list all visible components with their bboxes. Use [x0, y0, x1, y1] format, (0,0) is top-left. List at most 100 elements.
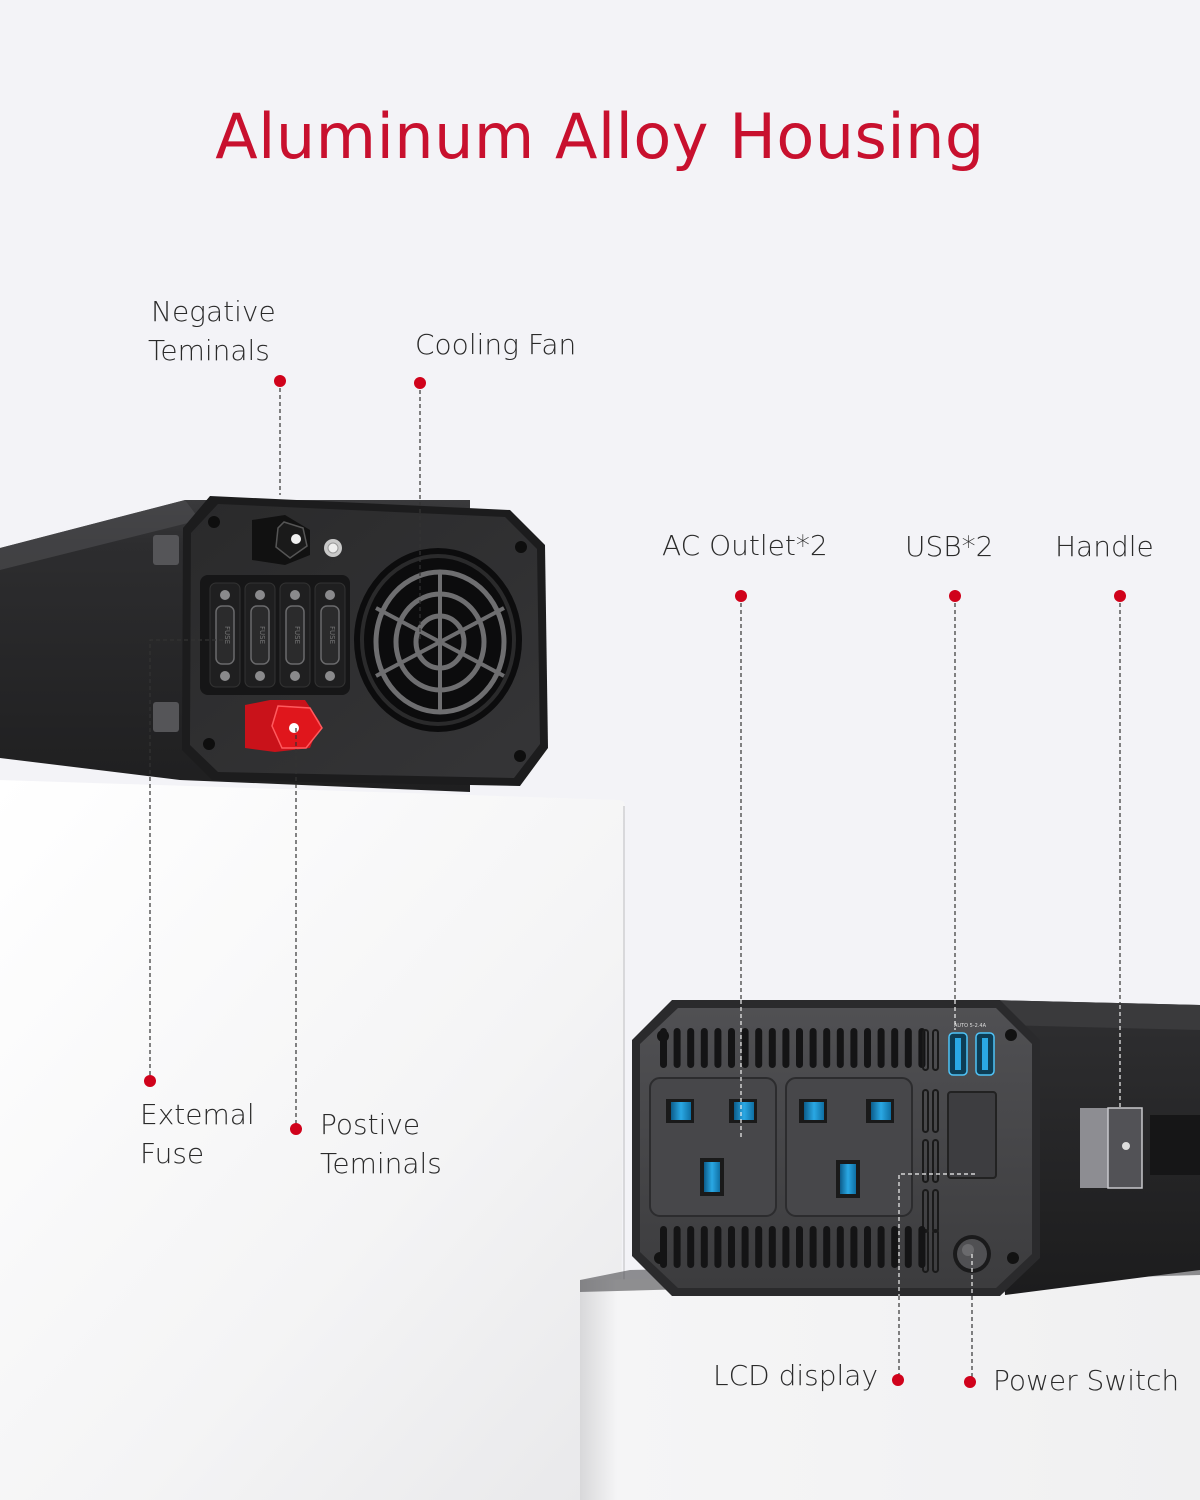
vent-slot: [660, 1028, 667, 1068]
callout-text: Teminals: [148, 334, 270, 367]
negative-terminal: [252, 515, 342, 565]
lcd-display: [947, 1091, 997, 1179]
vent-slot: [850, 1226, 858, 1268]
inverter-front-view: AUTO 5-2.4A: [632, 1000, 1200, 1296]
ac-outlet-1: [649, 1077, 777, 1217]
vent-slot: [922, 1029, 929, 1071]
vent-slot: [796, 1226, 803, 1268]
vent-slot: [673, 1028, 681, 1068]
dot-marker-usb: [949, 590, 961, 602]
vent-slot: [728, 1226, 735, 1268]
vent-slot: [700, 1226, 708, 1268]
cooling-fan: [354, 548, 522, 732]
dot-marker-ac-outlet: [735, 590, 747, 602]
side-bracket-bottom: [153, 702, 179, 732]
vent-slot: [904, 1226, 912, 1268]
callout-negative-terminals: Negative Teminals: [148, 292, 276, 370]
handle: [1080, 1107, 1200, 1189]
vent-slot: [836, 1226, 844, 1268]
callout-text: Negative: [151, 295, 276, 328]
vent-slot: [768, 1226, 776, 1268]
fuse: FUSE: [209, 582, 241, 688]
fuse-label: FUSE: [293, 626, 301, 644]
positive-terminal: [245, 700, 323, 752]
callout-text: Cooling Fan: [415, 328, 577, 361]
vent-slot: [823, 1226, 831, 1268]
leader-lines: [149, 381, 421, 1128]
inverter-rear-view: FUSE FUSE FUSE FUSE: [0, 496, 548, 792]
vent-slot: [932, 1029, 939, 1071]
vent-slot: [755, 1226, 763, 1268]
callout-external-fuse: Extemal Fuse: [140, 1095, 255, 1173]
vent-slot: [932, 1189, 939, 1233]
usb-ports: AUTO 5-2.4A: [948, 1023, 995, 1076]
vent-slot: [796, 1028, 803, 1068]
vent-slot: [700, 1028, 708, 1068]
vent-slot: [918, 1028, 926, 1068]
vent-slot: [741, 1028, 749, 1068]
vent-slot: [809, 1226, 817, 1268]
leader-external-fuse: [149, 639, 230, 1080]
vent-slot: [932, 1089, 939, 1133]
vent-slot: [673, 1226, 681, 1268]
fuse: FUSE: [279, 582, 311, 688]
page-title: Aluminum Alloy Housing: [215, 100, 985, 173]
callout-ac-outlet: AC Outlet*2: [662, 526, 828, 565]
vent-slot: [687, 1028, 695, 1068]
vent-slot: [932, 1139, 939, 1183]
vent-slot: [877, 1028, 885, 1068]
vent-slot: [877, 1226, 885, 1268]
callout-power-switch: Power Switch: [993, 1361, 1179, 1400]
dot-marker-power-switch: [964, 1376, 976, 1388]
callout-positive-terminals: Postive Teminals: [320, 1105, 442, 1183]
vent-slot: [904, 1028, 912, 1068]
vent-slot: [714, 1028, 722, 1068]
callout-text: LCD display: [713, 1359, 879, 1392]
vent-slot: [922, 1139, 929, 1183]
callout-text: Power Switch: [993, 1364, 1180, 1397]
callout-text: Handle: [1055, 530, 1154, 563]
fuse-label: FUSE: [223, 626, 231, 644]
vent-slot: [823, 1028, 831, 1068]
vent-slot: [728, 1028, 735, 1068]
vent-slot: [922, 1089, 929, 1133]
vent-slot: [755, 1028, 763, 1068]
vent-slot: [782, 1028, 790, 1068]
ac-outlet-2: [785, 1077, 913, 1217]
vent-slot: [891, 1226, 899, 1268]
callout-text: AC Outlet*2: [662, 529, 828, 562]
side-bracket-top: [153, 535, 179, 565]
dot-marker-negative-terminals: [274, 375, 286, 387]
vent-slot: [768, 1028, 776, 1068]
callout-usb: USB*2: [905, 527, 993, 566]
callout-text: Fuse: [140, 1137, 205, 1170]
fuse-label: FUSE: [328, 626, 336, 644]
vent-slot: [836, 1028, 844, 1068]
vent-slot: [850, 1028, 858, 1068]
dot-marker-handle: [1114, 590, 1126, 602]
vent-slot: [660, 1226, 667, 1268]
vent-slot: [782, 1226, 790, 1268]
vent-slot: [714, 1226, 722, 1268]
vent-slot: [891, 1028, 899, 1068]
callout-handle: Handle: [1055, 527, 1154, 566]
fuse: FUSE: [244, 582, 276, 688]
vent-slot: [809, 1028, 817, 1068]
dot-marker-external-fuse: [144, 1075, 156, 1087]
callout-lcd-display: LCD display: [713, 1356, 878, 1395]
dot-marker-cooling-fan: [414, 377, 426, 389]
vent-slot: [918, 1226, 926, 1268]
dot-marker-lcd-display: [892, 1374, 904, 1386]
usb-port-label: AUTO 5-2.4A: [954, 1023, 987, 1029]
vent-slot: [741, 1226, 749, 1268]
fuse: FUSE: [314, 582, 346, 688]
vent-slot: [864, 1028, 871, 1068]
dot-marker-positive-terminals: [290, 1123, 302, 1135]
leader-lcd-inner: [898, 1173, 975, 1296]
vent-slot: [922, 1189, 929, 1233]
callout-text: Postive: [320, 1108, 421, 1141]
callout-text: USB*2: [905, 530, 994, 563]
vent-slot: [687, 1226, 695, 1268]
vent-slot: [864, 1226, 871, 1268]
